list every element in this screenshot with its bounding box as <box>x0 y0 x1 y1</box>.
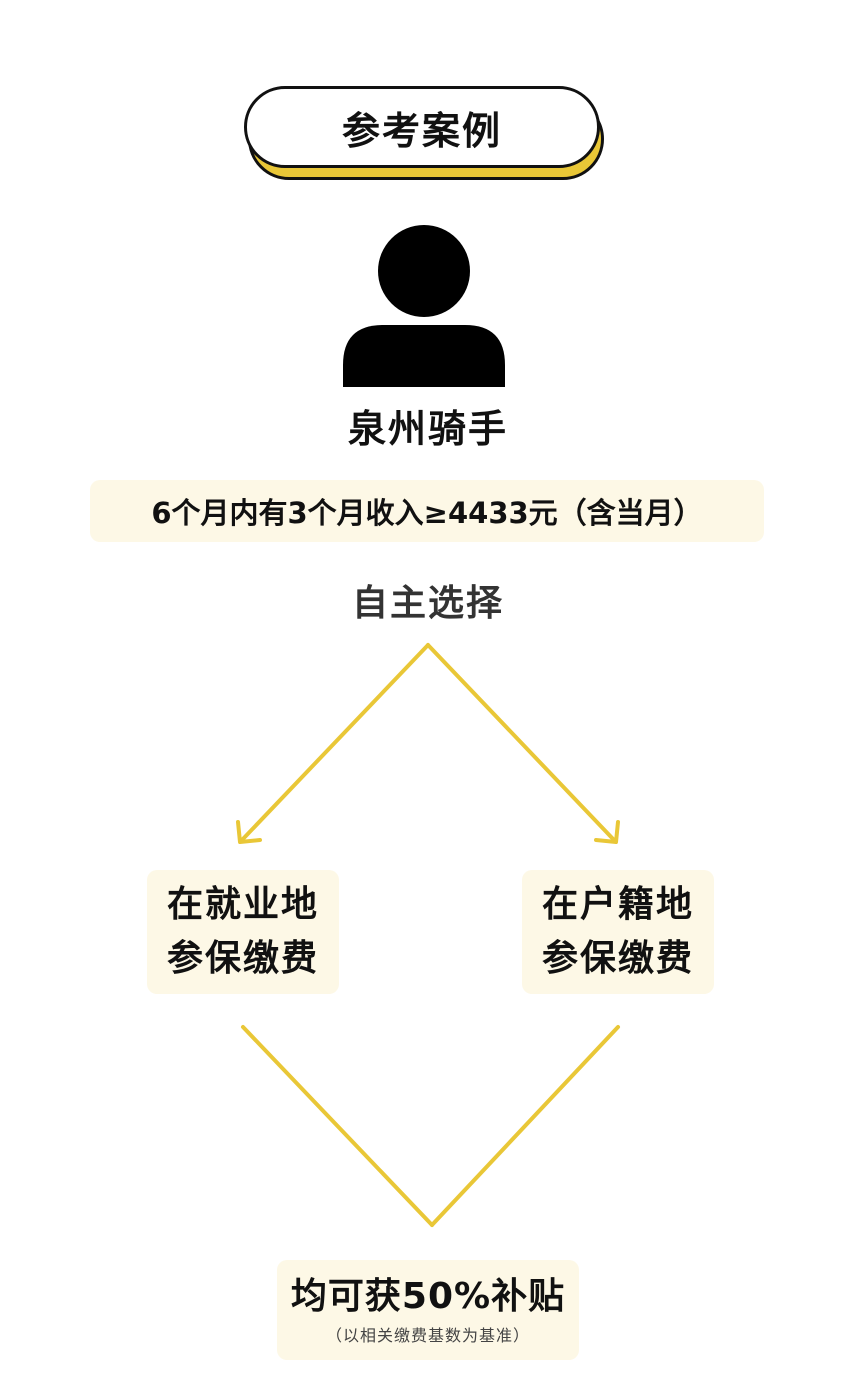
person-label: 泉州骑手 <box>347 407 508 451</box>
arrow-left-line <box>240 643 430 842</box>
result-box: 均可获50%补贴 （以相关缴费基数为基准） <box>277 1260 579 1360</box>
condition-box: 6个月内有3个月收入≥4433元（含当月） <box>90 480 764 542</box>
choice-label: 自主选择 <box>351 583 504 624</box>
merge-right-line <box>430 1025 620 1227</box>
merge-left-line <box>241 1025 434 1227</box>
page-title: 参考案例 <box>341 108 502 153</box>
option-household-line1: 在户籍地 <box>541 884 694 925</box>
option-employment-line2: 参保缴费 <box>166 938 319 979</box>
result-text: 均可获50%补贴 <box>290 1276 566 1317</box>
title-pill: 参考案例 <box>244 86 600 168</box>
result-note: （以相关缴费基数为基准） <box>325 1326 530 1345</box>
option-household-line2: 参保缴费 <box>541 938 694 979</box>
option-employment-line1: 在就业地 <box>166 884 319 925</box>
person-icon <box>343 225 505 387</box>
condition-text: 6个月内有3个月收入≥4433元（含当月） <box>151 496 703 530</box>
option-household-box: 在户籍地 参保缴费 <box>522 870 714 994</box>
option-employment-box: 在就业地 参保缴费 <box>147 870 339 994</box>
arrow-left-head <box>236 820 262 844</box>
arrow-right-head <box>594 820 620 844</box>
arrow-right-line <box>426 643 616 842</box>
